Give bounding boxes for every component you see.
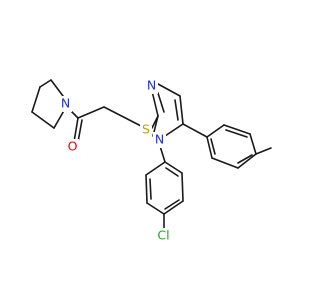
c5-tolyl-bond — [182, 123, 208, 138]
pyrrolidine-bond-1 — [31, 86, 41, 113]
c-ch2-bond — [77, 106, 105, 119]
imidazole-c5-n1 — [164, 123, 184, 137]
imidazole-c2-n3-b — [157, 92, 165, 113]
clph-inner-2 — [164, 199, 180, 210]
clph-bond-4 — [163, 200, 184, 215]
atom-s-label: S — [142, 122, 150, 137]
tolyl-bond-5 — [211, 157, 239, 169]
imidazole-c4-c5-a — [179, 95, 184, 125]
atom-n-imidazole-bottom-label: N — [155, 132, 164, 147]
atom-cl-bg — [153, 228, 174, 244]
atom-n-pyrrolidine-bg — [59, 96, 72, 112]
tolyl-bond-4 — [237, 153, 257, 169]
ch2-s-bond — [103, 106, 142, 127]
imidazole-n3-c4 — [157, 83, 181, 97]
clph-inner-3 — [165, 167, 179, 177]
molecule-diagram: O N S N N Cl — [31, 77, 272, 244]
tolyl-bond-6 — [206, 136, 213, 159]
atom-n-pyrrolidine-label: N — [61, 96, 70, 111]
pyrrolidine-bond-5 — [39, 79, 52, 88]
imidazole-c2-n3-a — [151, 90, 159, 117]
tolyl-inner-1 — [225, 129, 248, 138]
pyrrolidine-bond-2 — [31, 111, 55, 129]
tolyl-bond-2 — [223, 124, 251, 135]
tolyl-inner-2 — [237, 154, 253, 164]
atom-o-label: O — [68, 139, 78, 154]
imidazole-c4-c5-b — [174, 99, 179, 121]
atom-o-bg — [66, 139, 79, 155]
atom-n-imidazole-bottom-bg — [153, 132, 166, 148]
clph-bond-3 — [146, 202, 165, 215]
tolyl-bond-1 — [206, 124, 225, 138]
clph-bond-5 — [181, 172, 184, 202]
n1-aryl-bond — [159, 145, 166, 163]
methyl-bond — [255, 147, 272, 155]
clph-bond-1 — [145, 161, 166, 176]
atom-n-imidazole-top-bg — [145, 78, 158, 94]
atom-cl-label: Cl — [157, 228, 169, 243]
clph-bond-6 — [164, 161, 183, 174]
clph-inner-1 — [149, 178, 152, 200]
atoms-layer: O N S N N Cl — [59, 78, 174, 244]
structure-svg: O N S N N Cl — [31, 78, 272, 244]
clph-bond-2 — [145, 174, 148, 204]
atom-n-imidazole-top-label: N — [147, 78, 156, 93]
carbonyl-bond-b — [77, 119, 83, 143]
tolyl-inner-3 — [210, 138, 216, 155]
atom-s-bg — [140, 122, 152, 138]
tolyl-bond-3 — [249, 133, 257, 155]
carbonyl-bond-a — [73, 117, 79, 143]
